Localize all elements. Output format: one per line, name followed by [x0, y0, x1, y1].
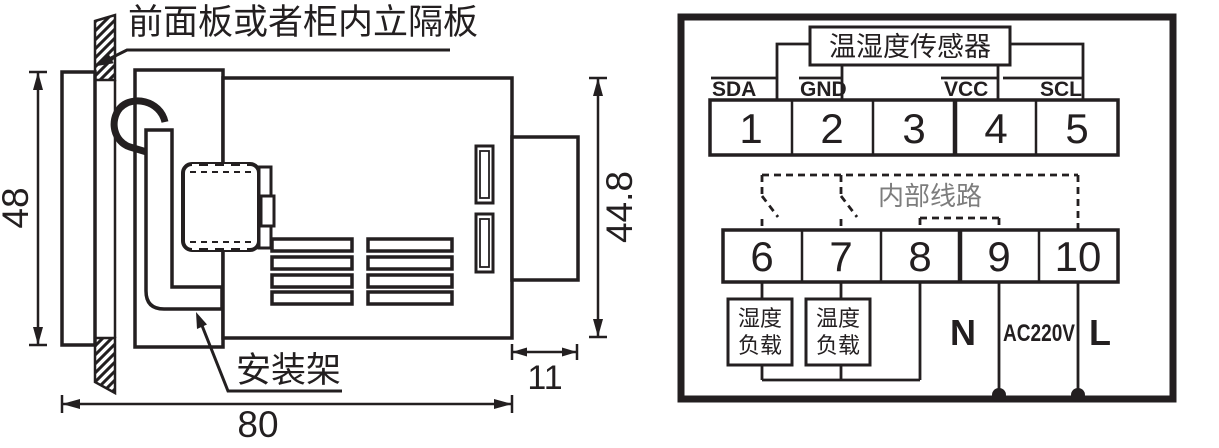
- relay-switch-1: [760, 195, 780, 218]
- bracket-label: 安装架: [236, 351, 341, 390]
- dimension-44-8: [589, 76, 607, 339]
- pin-label-sda: SDA: [712, 78, 756, 101]
- humidity-load-box: [726, 297, 794, 367]
- wire-sda: [775, 42, 810, 100]
- load-wiring: [760, 282, 922, 382]
- panel-label-leader: [97, 48, 450, 66]
- terminal-5: 5: [1065, 105, 1088, 152]
- temperature-load-line2: 负载: [816, 333, 860, 358]
- dimension-80: [60, 395, 514, 413]
- humidity-load-line1: 湿度: [738, 306, 782, 331]
- power-neutral-label: N: [950, 312, 976, 353]
- pin-label-gnd: GND: [800, 78, 847, 101]
- inner-socket-module: [181, 162, 276, 252]
- humidity-load-line2: 负载: [738, 333, 782, 358]
- terminal-8: 8: [908, 233, 931, 280]
- mounting-panel-section: [93, 13, 117, 396]
- leader-arrowhead: [97, 53, 114, 66]
- dim-48-value: 48: [0, 187, 36, 228]
- dim-44-8-value: 44.8: [599, 171, 640, 243]
- sensor-label: 温湿度传感器: [829, 32, 991, 62]
- mechanical-side-view: [29, 13, 607, 413]
- terminal-1: 1: [739, 105, 762, 152]
- terminal-7: 7: [829, 233, 852, 280]
- pin-label-scl: SCL: [1040, 78, 1082, 101]
- front-bezel: [60, 70, 97, 347]
- power-terminal-l-dot: [1071, 388, 1085, 402]
- sensor-wires: [711, 42, 1085, 100]
- terminal-row-top: [708, 98, 1120, 157]
- power-voltage-label: AC220V: [1003, 320, 1075, 347]
- bracket-label-leader: [196, 312, 342, 393]
- wiring-diagram: [677, 13, 1177, 403]
- bracket-hook: [110, 97, 169, 157]
- terminal-4: 4: [984, 105, 1007, 152]
- terminal-2: 2: [820, 105, 843, 152]
- panel-label: 前面板或者柜内立隔板: [128, 3, 478, 42]
- pin-label-vcc: VCC: [944, 78, 988, 101]
- dim-11-value: 11: [527, 359, 562, 397]
- dimension-11: [510, 344, 579, 360]
- rear-connector-block: [510, 135, 580, 282]
- power-terminal-n-dot: [992, 388, 1006, 402]
- terminal-row-bottom: [721, 228, 1120, 284]
- terminal-6: 6: [750, 233, 773, 280]
- power-live-label: L: [1089, 312, 1111, 353]
- power-wiring: [992, 282, 1085, 402]
- vent-slots: [270, 237, 454, 306]
- bracket-bar-foot: [144, 128, 224, 311]
- dim-80-value: 80: [237, 404, 278, 445]
- relay-switch-2: [839, 195, 859, 218]
- internal-wiring-dashed: [760, 173, 1080, 230]
- terminal-3: 3: [902, 105, 925, 152]
- temperature-load-line1: 温度: [816, 306, 860, 331]
- temperature-load-box: [804, 297, 872, 367]
- internal-wiring-label: 内部线路: [878, 181, 982, 211]
- wire-scl: [1010, 42, 1085, 100]
- terminal-10: 10: [1055, 233, 1102, 280]
- leader-arrowhead: [196, 312, 207, 329]
- wiring-outer-border: [677, 13, 1177, 403]
- dimension-48: [29, 70, 47, 347]
- mounting-bracket: [110, 97, 224, 311]
- rear-vertical-slots: [474, 144, 495, 274]
- sensor-box: [808, 25, 1012, 67]
- terminal-9: 9: [987, 233, 1010, 280]
